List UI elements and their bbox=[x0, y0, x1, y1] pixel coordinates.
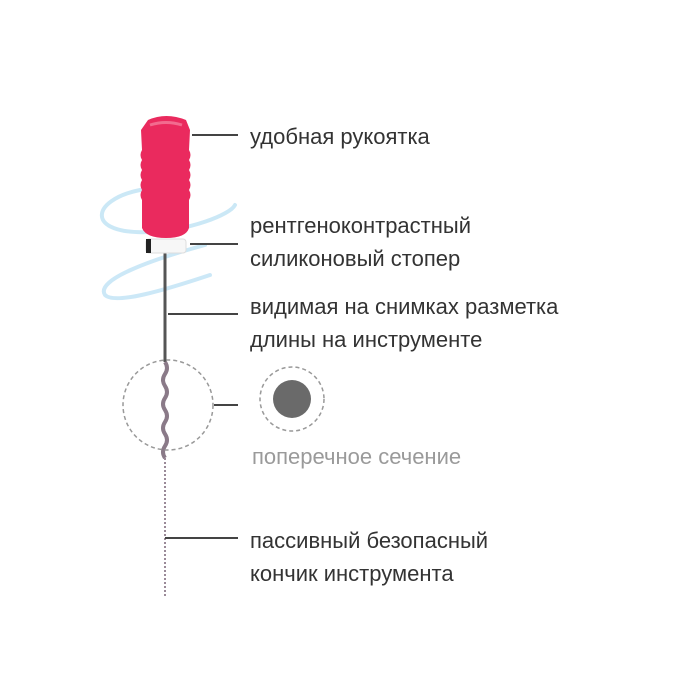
silicone-stopper bbox=[145, 238, 187, 254]
label-handle: удобная рукоятка bbox=[250, 120, 430, 153]
label-stopper-line2: силиконовый стопер bbox=[250, 246, 461, 271]
twisted-working-part bbox=[161, 360, 169, 460]
decorative-swoosh bbox=[99, 188, 237, 301]
magnify-circle bbox=[122, 359, 214, 451]
cross-section-outline bbox=[259, 366, 325, 432]
label-cross-section-text: поперечное сечение bbox=[252, 444, 462, 469]
label-cross-section: поперечное сечение bbox=[252, 440, 461, 473]
cross-section-core bbox=[273, 380, 311, 418]
label-handle-line1: удобная рукоятка bbox=[250, 124, 430, 149]
label-tip-line1: пассивный безопасный bbox=[250, 528, 489, 553]
label-marking-line2: длины на инструменте bbox=[250, 327, 483, 352]
label-stopper: рентгеноконтрастный силиконовый стопер bbox=[250, 209, 471, 275]
label-tip-line2: кончик инструмента bbox=[250, 561, 454, 586]
label-stopper-line1: рентгеноконтрастный bbox=[250, 213, 471, 238]
handle bbox=[140, 116, 191, 238]
label-marking: видимая на снимках разметка длины на инс… bbox=[250, 290, 558, 356]
label-tip: пассивный безопасный кончик инструмента bbox=[250, 524, 488, 590]
label-marking-line1: видимая на снимках разметка bbox=[250, 294, 559, 319]
